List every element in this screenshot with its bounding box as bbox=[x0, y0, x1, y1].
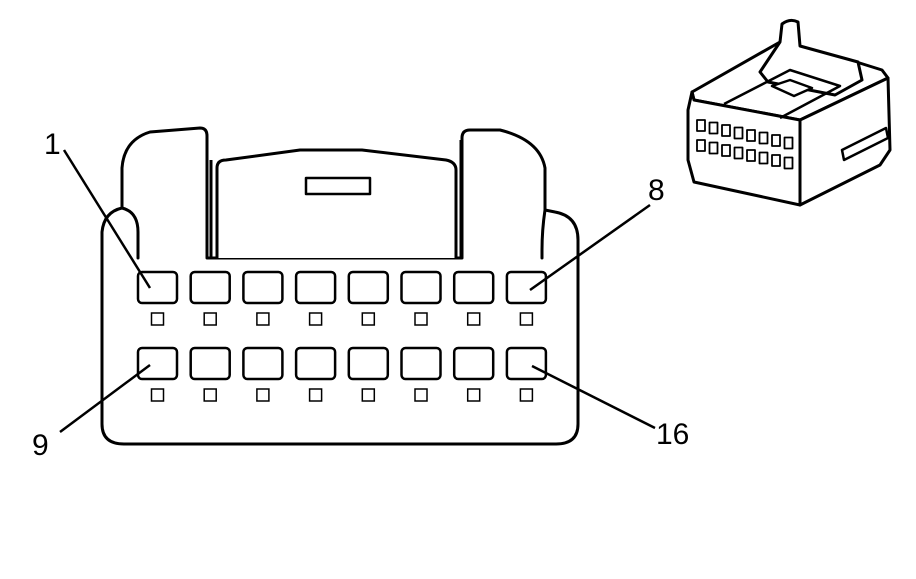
iso-pin-hole-16 bbox=[783, 156, 794, 170]
pin-cavity-10 bbox=[189, 346, 231, 381]
pin-cavity-9 bbox=[136, 346, 179, 381]
pin-cavity-15 bbox=[452, 346, 495, 381]
terminal-lock-14 bbox=[414, 388, 428, 402]
terminal-lock-15 bbox=[466, 388, 481, 402]
iso-pin-hole-14 bbox=[758, 151, 769, 165]
iso-pin-hole-1 bbox=[696, 119, 706, 132]
terminal-lock-2 bbox=[203, 312, 217, 326]
callout-pin-1: 1 bbox=[44, 128, 61, 161]
terminal-lock-8 bbox=[519, 312, 534, 326]
pin-cavity-11 bbox=[242, 346, 284, 381]
pin-cavity-2 bbox=[189, 270, 231, 305]
connector-isometric-view bbox=[686, 18, 892, 207]
terminal-lock-1 bbox=[150, 312, 165, 326]
callout-leaders bbox=[59, 149, 656, 434]
pin-cavity-5 bbox=[347, 270, 390, 305]
terminal-lock-9 bbox=[150, 388, 165, 402]
iso-pin-hole-13 bbox=[746, 149, 756, 162]
iso-latch bbox=[758, 18, 864, 97]
iso-pin-hole-15 bbox=[771, 154, 781, 167]
iso-pin-hole-7 bbox=[771, 134, 781, 147]
iso-pin-hole-10 bbox=[708, 141, 719, 155]
iso-pin-hole-8 bbox=[783, 136, 794, 150]
iso-latch-window bbox=[770, 78, 814, 98]
iso-pin-hole-5 bbox=[746, 129, 756, 142]
locking-tab bbox=[215, 148, 458, 260]
iso-pin-hole-3 bbox=[721, 124, 731, 137]
leader-pin-16 bbox=[531, 364, 656, 430]
leader-pin-1 bbox=[62, 149, 152, 289]
callout-pin-9: 9 bbox=[32, 429, 49, 462]
pin-cavity-8 bbox=[505, 270, 548, 305]
callout-pin-8: 8 bbox=[648, 174, 665, 207]
left-latch-ear bbox=[120, 206, 140, 260]
iso-pin-hole-11 bbox=[721, 144, 731, 157]
tab-slot bbox=[304, 176, 372, 196]
terminal-lock-11 bbox=[256, 388, 270, 402]
iso-pin-hole-4 bbox=[733, 126, 744, 140]
terminal-lock-13 bbox=[361, 388, 376, 402]
pin-cavity-13 bbox=[347, 346, 390, 381]
right-latch-ear bbox=[540, 208, 547, 260]
terminal-lock-7 bbox=[466, 312, 481, 326]
pin-cavity-4 bbox=[294, 270, 337, 305]
iso-pin-hole-2 bbox=[708, 121, 719, 135]
terminal-lock-6 bbox=[414, 312, 428, 326]
pin-cavity-3 bbox=[242, 270, 284, 305]
leader-pin-8 bbox=[529, 203, 651, 292]
iso-pin-hole-9 bbox=[696, 139, 706, 152]
terminal-lock-10 bbox=[203, 388, 217, 402]
iso-side-rib bbox=[840, 126, 890, 162]
leader-pin-9 bbox=[59, 363, 151, 434]
pin-cavities bbox=[136, 270, 548, 402]
iso-pin-hole-6 bbox=[758, 131, 769, 145]
pin-cavity-14 bbox=[400, 346, 442, 381]
terminal-lock-16 bbox=[519, 388, 534, 402]
pin-cavity-1 bbox=[136, 270, 179, 305]
terminal-lock-12 bbox=[308, 388, 323, 402]
pin-cavity-16 bbox=[505, 346, 548, 381]
iso-front-face bbox=[686, 90, 802, 207]
pin-cavity-6 bbox=[400, 270, 442, 305]
pin-cavity-12 bbox=[294, 346, 337, 381]
terminal-lock-3 bbox=[256, 312, 270, 326]
terminal-lock-4 bbox=[308, 312, 323, 326]
callout-pin-16: 16 bbox=[656, 418, 689, 451]
terminal-lock-5 bbox=[361, 312, 376, 326]
iso-pin-holes bbox=[696, 119, 794, 170]
connector-face bbox=[100, 126, 580, 446]
iso-pin-hole-12 bbox=[733, 146, 744, 160]
iso-side-face bbox=[798, 76, 892, 207]
pin-cavity-7 bbox=[452, 270, 495, 305]
iso-latch-ridge bbox=[723, 68, 842, 120]
